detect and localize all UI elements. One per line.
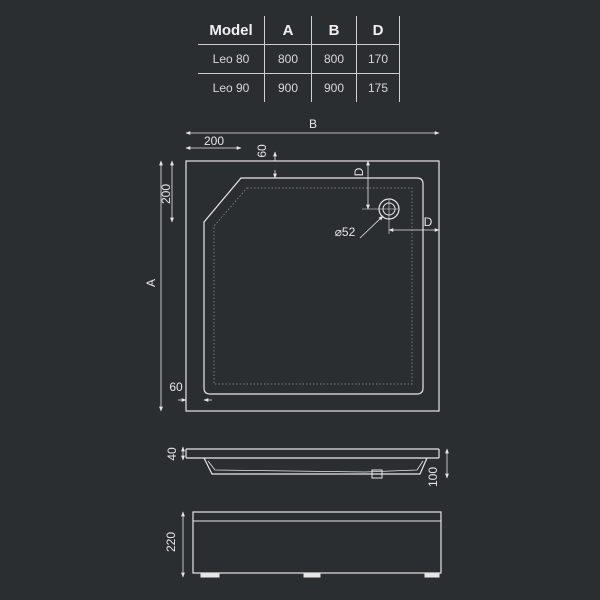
table-cell: 900 (264, 73, 312, 102)
top-view (159, 131, 440, 412)
label-drain-diameter: ⌀52 (335, 225, 356, 239)
table-header-row: Model A B D (198, 16, 400, 45)
label-dim-60-top: 60 (255, 144, 269, 158)
model-dimensions-table: Model A B D Leo 80 800 800 170 Leo 90 90… (198, 16, 400, 102)
table-cell: Leo 80 (198, 44, 265, 74)
label-dim-D-horizontal: D (424, 215, 433, 229)
label-dim-D-vertical: D (352, 167, 366, 176)
front-foot-right (424, 572, 440, 578)
front-view (181, 511, 442, 578)
table-cell: 175 (356, 73, 400, 102)
label-dim-200-top: 200 (204, 134, 224, 148)
side-basin-profile (203, 457, 428, 475)
table-header-cell: A (264, 16, 312, 45)
side-view (181, 446, 449, 479)
table-header-cell: B (311, 16, 357, 45)
table-cell: Leo 90 (198, 73, 265, 102)
front-foot-left (200, 572, 220, 578)
label-dim-200-left: 200 (159, 184, 173, 204)
label-dim-220: 220 (164, 532, 178, 552)
drain-diameter-leader (359, 215, 384, 239)
tray-outer-outline (185, 160, 440, 412)
table-cell: 800 (311, 44, 357, 74)
side-drain-body (371, 469, 383, 479)
tray-inner-basin-dotted (213, 187, 413, 385)
table-row: Leo 90 900 900 175 (198, 73, 400, 102)
label-dim-100: 100 (426, 467, 440, 487)
tray-inner-basin (203, 177, 424, 395)
table-header-cell: D (356, 16, 400, 45)
label-dim-40: 40 (165, 447, 179, 461)
label-dim-A: A (144, 279, 158, 287)
label-dim-B: B (309, 117, 317, 131)
side-basin-profile-inner (207, 460, 424, 473)
table-row: Leo 80 800 800 170 (198, 44, 400, 74)
table-cell: 800 (264, 44, 312, 74)
front-foot-middle (303, 572, 321, 578)
table-cell: 170 (356, 44, 400, 74)
label-dim-60-left: 60 (169, 380, 183, 394)
table-header-cell: Model (198, 16, 265, 45)
table-cell: 900 (311, 73, 357, 102)
